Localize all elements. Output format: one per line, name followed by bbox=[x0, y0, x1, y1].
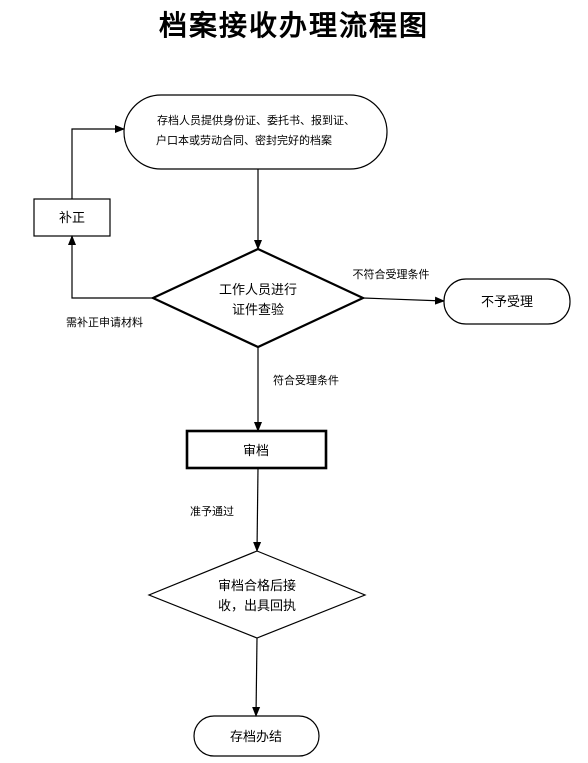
reject-label: 不予受理 bbox=[481, 295, 533, 310]
start-node-line2: 户口本或劳动合同、密封完好的档案 bbox=[156, 133, 332, 147]
edge-supplement-to-start bbox=[71, 125, 125, 199]
start-node-line1: 存档人员提供身份证、委托书、报到证、 bbox=[157, 113, 355, 127]
edge-review-to-accept bbox=[253, 467, 262, 552]
check-line2: 证件查验 bbox=[232, 302, 284, 318]
end-label: 存档办结 bbox=[230, 730, 282, 745]
accept-decision bbox=[147, 550, 367, 639]
review-label: 审档 bbox=[243, 444, 269, 459]
accept-line2: 收，出具回执 bbox=[218, 599, 296, 614]
supplement-label: 补正 bbox=[59, 211, 85, 226]
review-node bbox=[185, 429, 328, 470]
edge-label-not-qualified: 不符合受理条件 bbox=[353, 267, 430, 281]
page-title: 档案接收办理流程图 bbox=[158, 9, 429, 42]
edge-check-to-reject bbox=[362, 296, 445, 305]
edge-accept-to-end bbox=[252, 637, 261, 717]
supplement-node bbox=[33, 198, 111, 237]
check-decision bbox=[150, 247, 366, 349]
check-line1: 工作人员进行 bbox=[219, 283, 297, 298]
start-node bbox=[123, 94, 388, 170]
edge-check-to-supplement bbox=[68, 235, 153, 299]
edge-label-approved: 准予通过 bbox=[190, 505, 234, 518]
edge-label-need-supplement: 需补正申请材料 bbox=[66, 315, 143, 329]
edge-label-qualified: 符合受理条件 bbox=[273, 373, 339, 387]
accept-line1: 审档合格后接 bbox=[218, 578, 296, 594]
